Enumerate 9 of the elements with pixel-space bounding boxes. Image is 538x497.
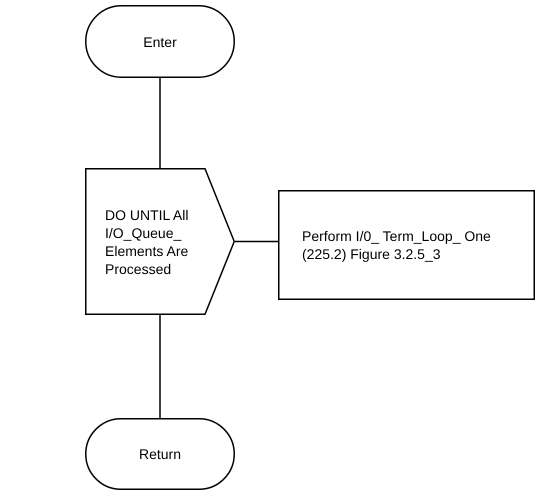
node-label: Enter: [143, 32, 177, 50]
connector-line: [235, 240, 278, 242]
connector-line: [159, 78, 161, 168]
node-label: Perform I/0_ Term_Loop_ One (225.2) Figure 3.2.5_3: [302, 227, 492, 263]
connector-line: [159, 315, 161, 418]
node-label: DO UNTIL All I/O_Queue_ Elements Are Processed: [105, 206, 190, 278]
node-label: Return: [138, 445, 182, 463]
process-box: [278, 190, 535, 300]
loop-box: [85, 168, 235, 315]
